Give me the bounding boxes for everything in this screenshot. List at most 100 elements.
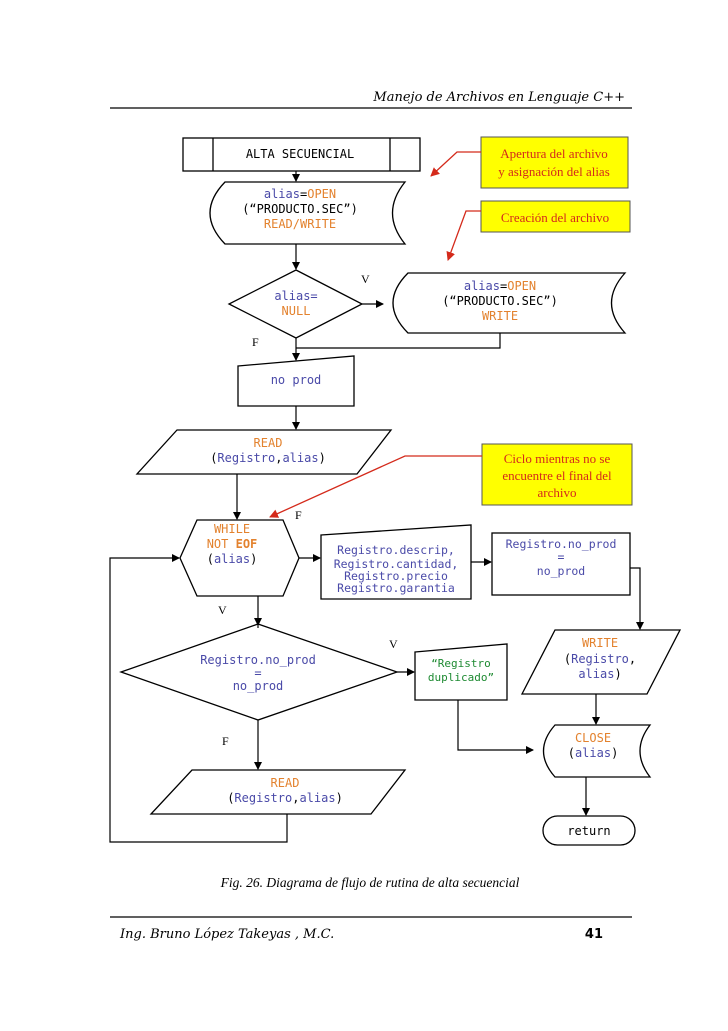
open-rw-eq: = — [300, 187, 307, 201]
red-arrow-ciclo — [269, 455, 482, 518]
close-keyword: CLOSE — [575, 731, 611, 745]
svg-text:alias): alias) — [578, 667, 621, 681]
write-alias: alias — [578, 667, 614, 681]
while-not: NOT — [207, 537, 236, 551]
open-rw-mode: READ/WRITE — [264, 217, 336, 231]
note1-l2: y asignación del alias — [498, 164, 610, 179]
svg-text:(Registro,: (Registro, — [564, 652, 636, 666]
dec-eq-l1: Registro.no_prod — [200, 653, 316, 667]
svg-text:(Registro,alias): (Registro,alias) — [210, 451, 326, 465]
cmp-box-l3: no_prod — [537, 564, 585, 578]
while-eof: EOF — [236, 537, 258, 551]
assign-l3: Registro.precio — [344, 569, 448, 583]
assign-noprod-node: Registro.no_prod = no_prod — [491, 532, 631, 596]
dec-eq-l2: = — [254, 666, 261, 680]
while-paren-close: ) — [250, 552, 257, 566]
close-node: CLOSE (alias) — [542, 724, 652, 778]
return-label: return — [567, 824, 610, 838]
edge-dup-close — [457, 700, 534, 754]
note-apertura: Apertura del archivo y asignación del al… — [480, 136, 629, 189]
label-f-noprod: F — [252, 335, 259, 349]
assign-fields-node: Registro.descrip, Registro.cantidad, Reg… — [320, 524, 472, 600]
red-arrow-apertura — [430, 151, 481, 177]
page-number: 41 — [585, 927, 603, 942]
read1-comma: , — [275, 451, 282, 465]
read1-paren-open: ( — [210, 451, 217, 465]
figure-caption: Fig. 26. Diagrama de flujo de rutina de … — [220, 875, 520, 890]
svg-text:(alias): (alias) — [207, 552, 258, 566]
while-keyword: WHILE — [214, 522, 250, 536]
write-paren-open: ( — [564, 652, 571, 666]
header-title: Manejo de Archivos en Lenguaje C++ — [372, 90, 625, 105]
noprod-label: no prod — [271, 373, 322, 387]
while-node: WHILE NOT EOF (alias) — [179, 519, 300, 597]
dup-l1: “Registro — [431, 657, 491, 670]
connectors — [109, 171, 644, 843]
edge-loop-back — [109, 554, 288, 843]
read1-paren-close: ) — [319, 451, 326, 465]
read2-paren-open: ( — [227, 791, 234, 805]
label-v-while: V — [218, 603, 227, 617]
label-v-open: V — [361, 272, 370, 286]
cmp-box-l2: = — [558, 550, 565, 564]
label-f-dup: F — [222, 734, 229, 748]
open-rw-open: OPEN — [307, 187, 336, 201]
read2-registro: Registro — [234, 791, 292, 805]
read1-alias: alias — [282, 451, 318, 465]
decision-duplicate: Registro.no_prod = no_prod — [119, 623, 399, 721]
label-v-dup: V — [389, 637, 398, 651]
svg-text:NOT EOF: NOT EOF — [207, 537, 258, 551]
svg-text:alias=OPEN: alias=OPEN — [464, 279, 536, 293]
close-paren-close: ) — [611, 746, 618, 760]
read2-node: READ (Registro,alias) — [149, 769, 407, 815]
note3-l3: archivo — [538, 485, 577, 500]
open-write-node: alias=OPEN (“PRODUCTO.SEC”) WRITE — [392, 272, 627, 334]
cmp-box-l1: Registro.no_prod — [506, 537, 617, 551]
svg-text:(alias): (alias) — [568, 746, 619, 760]
open-w-open: OPEN — [507, 279, 536, 293]
read1-keyword: READ — [254, 436, 283, 450]
open-w-eq: = — [500, 279, 507, 293]
read2-alias: alias — [299, 791, 335, 805]
while-alias: alias — [214, 552, 250, 566]
note3-l2: encuentre el final del — [502, 468, 612, 483]
edge-openw-return — [296, 333, 501, 349]
red-arrow-creacion — [446, 210, 481, 261]
dec-eq-l3: no_prod — [233, 679, 284, 693]
write-comma: , — [629, 652, 636, 666]
while-paren-open: ( — [207, 552, 214, 566]
open-w-mode: WRITE — [482, 309, 518, 323]
note-ciclo: Ciclo mientras no se encuentre el final … — [481, 443, 633, 506]
write-paren-close: ) — [614, 667, 621, 681]
edge-box-write — [630, 567, 644, 630]
open-rw-alias: alias — [264, 187, 300, 201]
open-w-alias: alias — [464, 279, 500, 293]
noprod-node: no prod — [237, 355, 355, 407]
label-f-while: F — [295, 508, 302, 522]
open-rw-file: (“PRODUCTO.SEC”) — [242, 202, 358, 216]
note2-l1: Creación del archivo — [501, 210, 609, 225]
svg-text:(Registro,alias): (Registro,alias) — [227, 791, 343, 805]
return-node: return — [542, 815, 636, 846]
close-alias: alias — [575, 746, 611, 760]
read1-node: READ (Registro,alias) — [135, 429, 393, 475]
read1-registro: Registro — [217, 451, 275, 465]
dup-l2: duplicado” — [428, 671, 494, 684]
close-paren-open: ( — [568, 746, 575, 760]
start-label: ALTA SECUENCIAL — [246, 147, 354, 161]
write-registro: Registro — [571, 652, 629, 666]
dec-null-l2: NULL — [282, 304, 311, 318]
read2-paren-close: ) — [336, 791, 343, 805]
open-w-file: (“PRODUCTO.SEC”) — [442, 294, 558, 308]
duplicate-message-node: “Registro duplicado” — [414, 643, 508, 701]
dec-null-l1: alias= — [274, 289, 317, 303]
note3-l1: Ciclo mientras no se — [504, 451, 611, 466]
start-node: ALTA SECUENCIAL — [182, 137, 421, 172]
svg-text:alias=OPEN: alias=OPEN — [264, 187, 336, 201]
footer-author: Ing. Bruno López Takeyas , M.C. — [119, 927, 334, 942]
note1-l1: Apertura del archivo — [500, 146, 608, 161]
decision-alias-null: alias= NULL — [227, 269, 364, 339]
assign-l4: Registro.garantia — [337, 581, 455, 595]
write-node: WRITE (Registro, alias) — [520, 629, 682, 695]
